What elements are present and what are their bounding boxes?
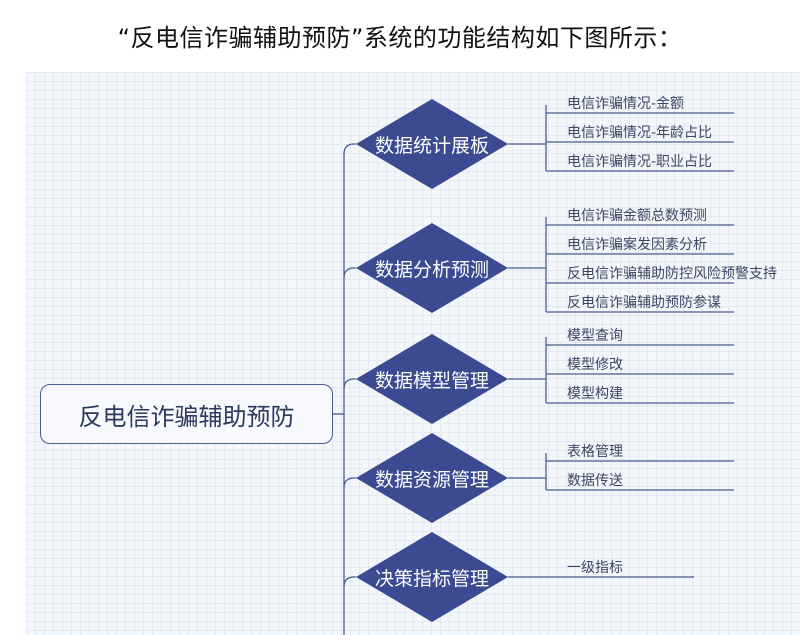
leaf-item: 一级指标 xyxy=(567,560,623,576)
branch-node: 数据模型管理 xyxy=(356,334,508,424)
branch-label: 决策指标管理 xyxy=(374,567,489,590)
diamond-shape xyxy=(356,99,508,189)
branch-node: 数据分析预测 xyxy=(356,223,508,313)
leaf-item: 电信诈骗情况-职业占比 xyxy=(567,154,713,170)
root-node: 反电信诈骗辅助预防 xyxy=(40,384,333,444)
branch-connector xyxy=(343,576,356,588)
diamond-shape xyxy=(356,433,508,523)
connector-lines xyxy=(333,105,734,635)
branch-label: 数据统计展板 xyxy=(374,134,489,157)
figure-caption: “反电信诈骗辅助预防”系统的功能结构如下图所示： xyxy=(117,24,683,52)
leaf-item: 电信诈骗情况-金额 xyxy=(567,96,685,112)
leaf-item: 反电信诈骗辅助预防参谋 xyxy=(567,295,721,311)
branch-node: 数据资源管理 xyxy=(356,433,508,523)
leaf-item: 电信诈骗情况-年龄占比 xyxy=(567,125,713,141)
branch-label: 数据分析预测 xyxy=(374,258,489,281)
mindmap-canvas: 反电信诈骗辅助预防 数据统计展板 电信诈骗情况-金额电信诈骗情况-年龄占比电信诈骗… xyxy=(26,72,800,635)
leaf-item: 模型修改 xyxy=(567,357,623,373)
diamond-shape xyxy=(356,334,508,424)
leaf-item: 模型构建 xyxy=(567,386,623,402)
branch-label: 数据模型管理 xyxy=(374,369,489,392)
branch-node: 数据统计展板 xyxy=(356,99,508,189)
diamond-shape xyxy=(356,223,508,313)
leaf-item: 电信诈骗金额总数预测 xyxy=(567,208,707,224)
leaf-item: 反电信诈骗辅助防控风险预警支持 xyxy=(567,266,777,282)
branch-label: 数据资源管理 xyxy=(374,468,489,491)
leaf-item: 表格管理 xyxy=(567,444,623,460)
diamond-shape xyxy=(356,532,508,622)
leaf-item: 模型查询 xyxy=(567,328,623,344)
branch-connector xyxy=(343,378,356,390)
branch-connector xyxy=(343,477,356,489)
leaf-item: 电信诈骗案发因素分析 xyxy=(567,237,707,253)
branch-connector xyxy=(343,143,356,155)
branch-connector xyxy=(343,267,356,279)
branch-node: 决策指标管理 xyxy=(356,532,508,622)
leaf-item: 数据传送 xyxy=(567,473,623,489)
